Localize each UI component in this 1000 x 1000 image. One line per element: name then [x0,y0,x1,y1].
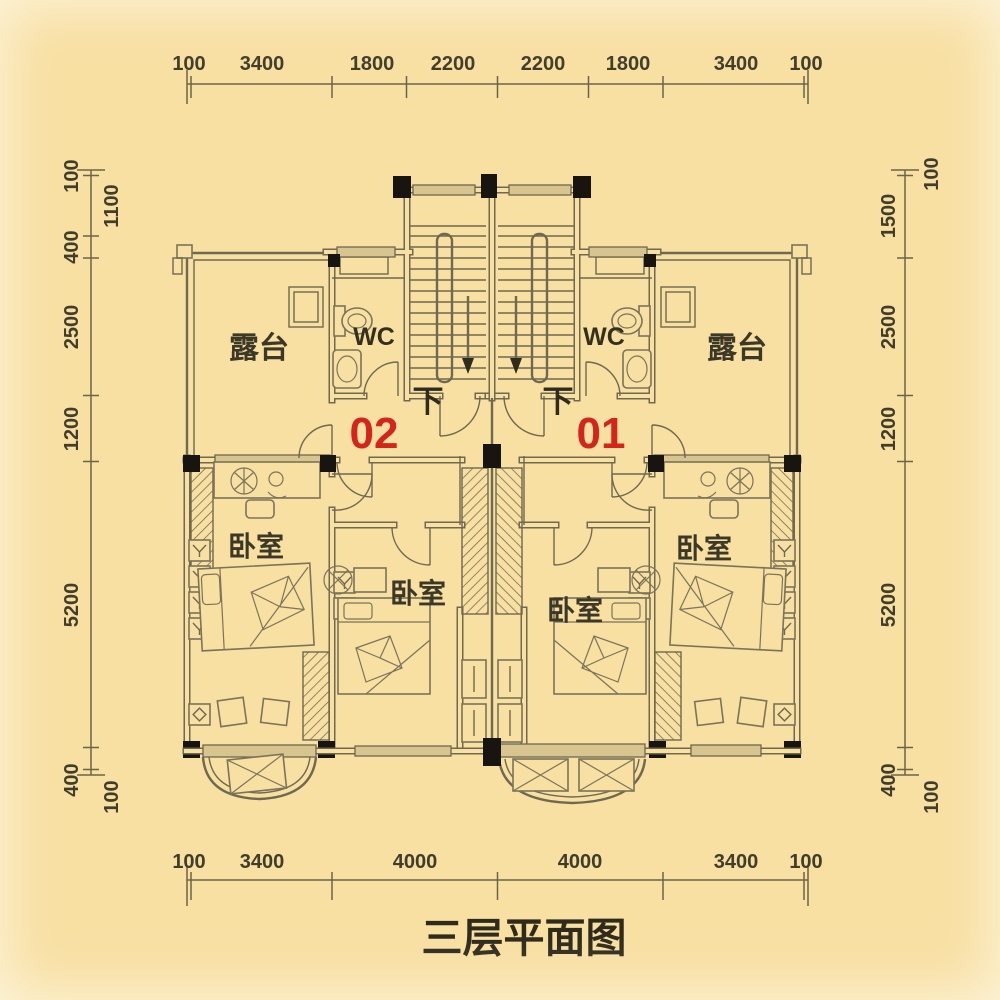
unit-01-label: 01 [577,409,626,458]
dim-top-3: 2200 [431,53,476,75]
wc-left-label: WC [353,323,395,351]
dim-bottom-3: 4000 [558,851,603,873]
dimension-ruler-left: 100 1100 400 2500 1200 5200 400 100 [61,159,123,813]
dim-right-4: 5200 [878,583,900,628]
column [481,174,497,198]
terrace-right-label: 露台 [707,331,767,365]
bedroom-left-outer-label: 卧室 [228,530,284,562]
dim-right-6: 100 [921,780,943,813]
bay-window-left [201,753,318,801]
bay-window-glass [202,744,317,758]
dim-left-1: 1100 [101,184,123,227]
bedroom-right-outer-label: 卧室 [676,532,732,564]
dim-bottom-5: 100 [789,851,822,873]
bay-window-center [497,758,647,805]
dim-left-2: 400 [61,230,83,263]
dimension-ruler-bottom: 100 3400 4000 4000 3400 100 [172,851,823,906]
dim-left-0: 100 [61,159,83,192]
dimension-ruler-right: 100 1500 2500 1200 5200 400 100 [878,157,943,813]
dim-bottom-2: 4000 [393,851,438,873]
floor-plan-title: 三层平面图 [422,915,627,961]
dim-right-2: 2500 [878,305,900,350]
dim-left-3: 2500 [61,305,83,350]
dim-bottom-0: 100 [172,851,205,873]
dim-top-0: 100 [172,53,205,75]
wc-right-label: WC [583,323,625,351]
dim-top-2: 1800 [350,53,395,75]
column [483,738,501,766]
dim-bottom-4: 3400 [714,851,759,873]
window [354,745,452,757]
dim-top-4: 2200 [521,53,566,75]
dim-right-5: 400 [878,763,900,796]
dim-top-6: 3400 [714,53,759,75]
dim-top-7: 100 [789,53,822,75]
dimension-ruler-top: 100 3400 1800 2200 2200 1800 3400 100 [172,53,823,104]
terrace-left-label: 露台 [229,331,289,365]
dim-left-7: 100 [101,780,123,813]
dim-left-5: 5200 [61,583,83,628]
room-labels: 露台 露台 WC WC 下 下 02 01 卧室 卧室 卧室 卧室 [228,323,767,626]
window [690,744,762,757]
bedroom-right-inner-label: 卧室 [547,594,603,626]
dim-left-6: 400 [61,763,83,796]
column [483,444,501,468]
dim-right-0: 100 [921,157,943,190]
dim-bottom-1: 3400 [240,851,285,873]
dim-top-5: 1800 [606,53,651,75]
bay-window-glass [498,743,646,758]
unit-02-label: 02 [350,409,399,458]
shared-walls [182,186,802,755]
dim-right-3: 1200 [878,407,900,452]
down-left-label: 下 [413,384,444,419]
down-right-label: 下 [543,384,574,419]
dim-right-1: 1500 [878,194,900,239]
dim-top-1: 3400 [240,53,285,75]
dim-left-4: 1200 [61,407,83,452]
bedroom-left-inner-label: 卧室 [390,577,446,609]
